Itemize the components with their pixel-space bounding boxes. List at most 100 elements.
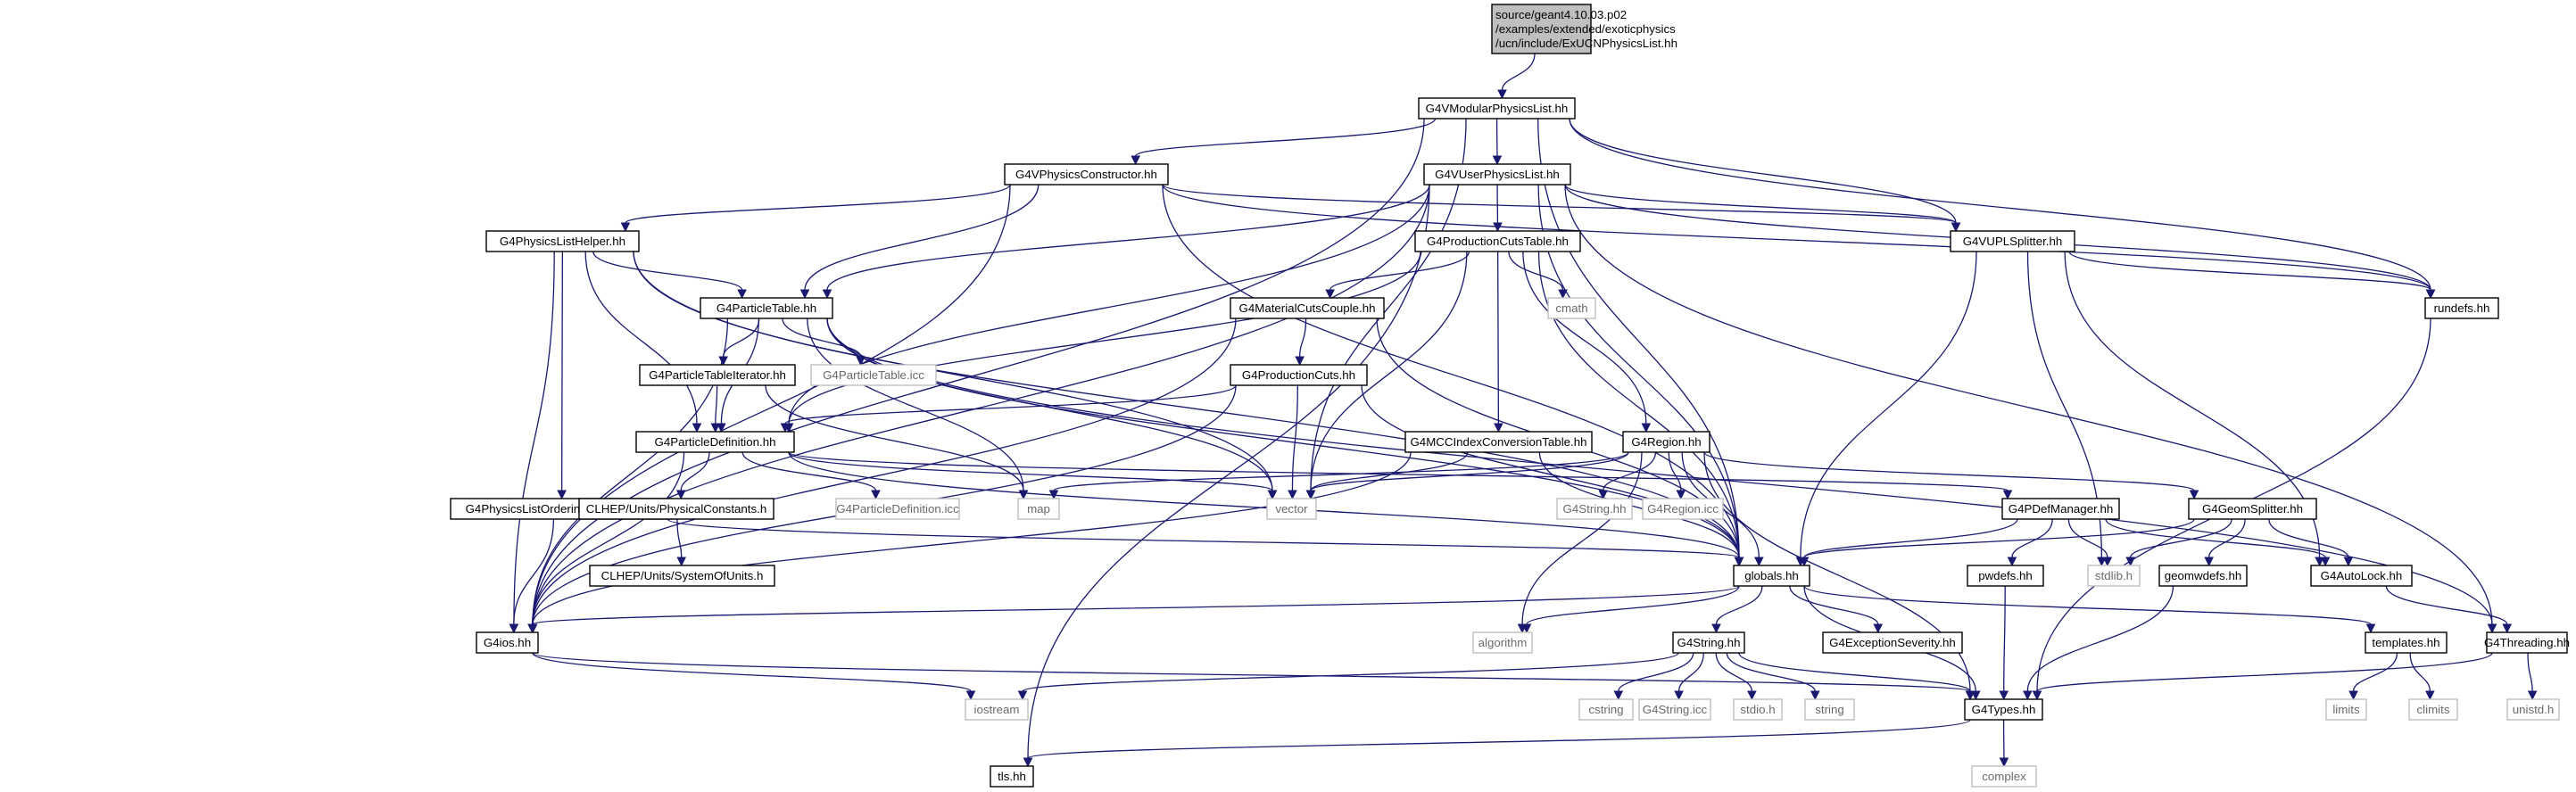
- edge-line: [513, 518, 554, 625]
- edge-line: [788, 451, 2009, 491]
- node-autolock[interactable]: G4AutoLock.hh: [2310, 565, 2413, 587]
- node-box: [2486, 631, 2568, 654]
- node-label: CLHEP/Units/PhysicalConstants.h: [586, 502, 767, 516]
- node-stdio: stdio.h: [1733, 698, 1783, 721]
- node-vuser[interactable]: G4VUserPhysicsList.hh: [1423, 163, 1571, 186]
- edge-line: [2208, 518, 2246, 558]
- node-pdefmgr[interactable]: G4PDefManager.hh: [2001, 498, 2120, 520]
- edge-vmod-to-vuser: [1492, 118, 1503, 166]
- node-globals[interactable]: globals.hh: [1733, 565, 1810, 587]
- node-vmod[interactable]: G4VModularPhysicsList.hh: [1418, 97, 1576, 120]
- node-label: G4ios.hh: [484, 636, 531, 649]
- edge-geomsplit-to-geomwdefs: [2204, 518, 2246, 567]
- node-label: G4Types.hh: [1972, 703, 2036, 716]
- node-climits: climits: [2408, 698, 2458, 721]
- edge-plhelper-to-ordparam: [557, 251, 567, 500]
- node-matcuts[interactable]: G4MaterialCutsCouple.hh: [1230, 297, 1385, 319]
- node-complex: complex: [1971, 765, 2037, 788]
- node-threading[interactable]: G4Threading.hh: [2484, 631, 2570, 654]
- arrowhead-icon: [1497, 89, 1507, 100]
- edge-pdef-to-clhepconst: [675, 451, 710, 500]
- edge-types-to-tls: [1023, 719, 1971, 768]
- edge-line: [2527, 652, 2533, 692]
- edge-line: [1800, 251, 1977, 558]
- edge-line: [741, 451, 877, 491]
- node-stringicc: G4String.icc: [1638, 698, 1711, 721]
- node-geomwdefs[interactable]: geomwdefs.hh: [2158, 565, 2248, 587]
- edge-g4string-to-iostream: [1017, 652, 1679, 701]
- node-region[interactable]: G4Region.hh: [1622, 431, 1710, 453]
- edge-line: [1803, 518, 2018, 558]
- node-string: string: [1804, 698, 1855, 721]
- edge-root-to-vmod: [1497, 53, 1536, 100]
- edge-line: [625, 184, 1011, 224]
- edge-pdef-to-pdefmgr: [788, 451, 2013, 500]
- node-tls[interactable]: tls.hh: [990, 765, 1034, 788]
- edge-line: [1298, 318, 1307, 358]
- edge-line: [680, 451, 710, 491]
- node-label: unistd.h: [2513, 703, 2555, 716]
- arrowhead-icon: [2425, 289, 2436, 300]
- node-label: rundefs.hh: [2434, 301, 2490, 315]
- node-types[interactable]: G4Types.hh: [1964, 698, 2043, 721]
- node-label: G4String.hh: [1677, 636, 1741, 649]
- dependency-edges: [509, 53, 2538, 768]
- node-label: tls.hh: [998, 770, 1026, 783]
- node-label: complex: [1982, 770, 2026, 783]
- edge-line: [2036, 652, 2493, 692]
- node-label: G4VUserPhysicsList.hh: [1435, 168, 1560, 181]
- arrowhead-icon: [1754, 557, 1764, 567]
- edge-line: [1526, 585, 1740, 625]
- node-templates[interactable]: templates.hh: [2365, 631, 2448, 654]
- node-clhepconst[interactable]: CLHEP/Units/PhysicalConstants.h: [578, 498, 774, 520]
- node-mccindex[interactable]: G4MCCIndexConversionTable.hh: [1404, 431, 1593, 453]
- arrowhead-icon: [692, 423, 702, 433]
- node-prodcuts[interactable]: G4ProductionCutsTable.hh: [1414, 230, 1581, 252]
- node-exsev[interactable]: G4ExceptionSeverity.hh: [1822, 631, 1963, 654]
- arrowhead-icon: [1288, 490, 1297, 500]
- node-box: [2365, 631, 2448, 654]
- edge-line: [532, 184, 1011, 625]
- edge-line: [1022, 652, 1679, 692]
- node-box: [1230, 297, 1385, 319]
- node-g4string[interactable]: G4String.hh: [1672, 631, 1745, 654]
- arrowhead-icon: [871, 490, 881, 500]
- node-ptableicc: G4ParticleTable.icc: [810, 364, 937, 386]
- node-plhelper[interactable]: G4PhysicsListHelper.hh: [485, 230, 640, 252]
- node-geomsplit[interactable]: G4GeomSplitter.hh: [2188, 498, 2317, 520]
- node-vphys[interactable]: G4VPhysicsConstructor.hh: [1004, 163, 1169, 186]
- arrowhead-icon: [527, 623, 538, 634]
- edge-ptiter-to-pdef: [710, 384, 721, 433]
- node-vupl[interactable]: G4VUPLSplitter.hh: [1950, 230, 2075, 252]
- arrowhead-icon: [710, 423, 721, 433]
- arrowhead-icon: [1747, 690, 1757, 701]
- node-ptable[interactable]: G4ParticleTable.hh: [700, 297, 833, 319]
- node-label: G4AutoLock.hh: [2321, 569, 2403, 582]
- node-box: [2310, 565, 2413, 587]
- node-box: [476, 631, 539, 654]
- node-pdef[interactable]: G4ParticleDefinition.hh: [635, 431, 795, 453]
- node-clhepunits[interactable]: CLHEP/Units/SystemOfUnits.h: [589, 565, 775, 587]
- node-label: G4PDefManager.hh: [2009, 502, 2114, 516]
- node-box: [1230, 364, 1368, 386]
- edge-threading-to-types: [2032, 652, 2493, 701]
- node-rundefs[interactable]: rundefs.hh: [2424, 297, 2499, 319]
- arrowhead-icon: [620, 222, 631, 233]
- node-box: [1733, 698, 1783, 721]
- node-root[interactable]: source/geant4.10.03.p02/examples/extende…: [1491, 4, 1677, 54]
- edge-line: [1053, 451, 1629, 491]
- node-box: [2158, 565, 2248, 587]
- node-ios[interactable]: G4ios.hh: [476, 631, 539, 654]
- node-ptiter[interactable]: G4ParticleTableIterator.hh: [639, 364, 796, 386]
- arrowhead-icon: [2204, 557, 2214, 567]
- arrowhead-icon: [1641, 423, 1652, 433]
- arrowhead-icon: [1951, 222, 1961, 233]
- edge-line: [1677, 652, 1704, 692]
- node-label: stdlib.h: [2095, 569, 2133, 582]
- node-pwdefs[interactable]: pwdefs.hh: [1967, 565, 2044, 587]
- edge-region-to-algorithm: [1517, 451, 1643, 634]
- edge-line: [788, 451, 1273, 491]
- node-pcuts[interactable]: G4ProductionCuts.hh: [1230, 364, 1368, 386]
- node-unistd: unistd.h: [2506, 698, 2560, 721]
- edge-plhelper-to-pdef: [584, 251, 702, 433]
